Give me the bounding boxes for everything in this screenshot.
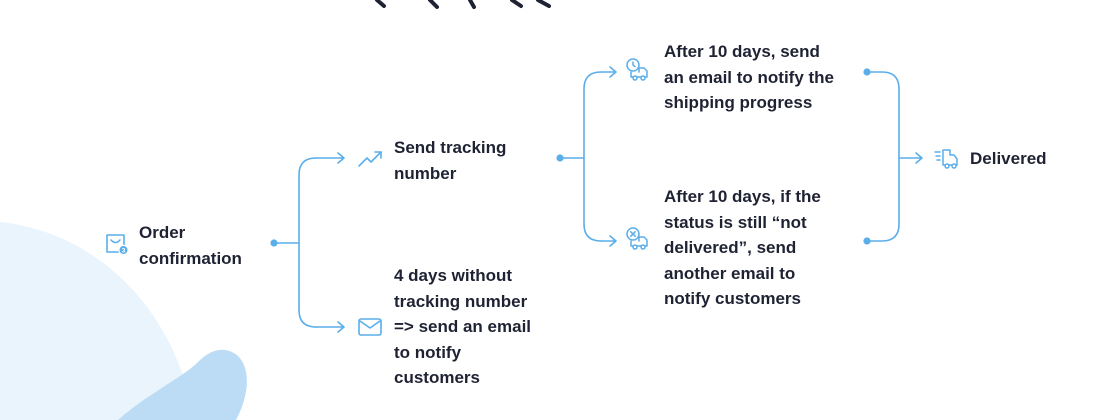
delivered-label: Delivered [970, 149, 1047, 168]
truck-x-icon [626, 227, 648, 250]
not-delivered-email-label: After 10 days, if the status is still “n… [664, 187, 821, 308]
progress-email-label: After 10 days, send an email to notify t… [664, 42, 835, 112]
shopping-bag-icon: 3 [106, 234, 129, 256]
fast-delivery-icon [934, 149, 958, 169]
connector-merge [866, 71, 923, 242]
no-tracking-email-label: 4 days without tracking number => send a… [394, 266, 532, 387]
background-blob [118, 349, 247, 420]
connector-to-not-delivered [600, 235, 617, 247]
connector-to-tracking [315, 152, 345, 164]
send-tracking-number-label: Send tracking number [394, 138, 507, 183]
connector-tracking-branch [559, 71, 602, 242]
connector-to-progress [600, 66, 617, 78]
background-arc [0, 222, 195, 420]
order-confirmation-label: Order confirmation [139, 223, 242, 268]
connector-to-no-tracking [315, 321, 345, 333]
mail-icon [358, 318, 382, 336]
truck-clock-icon [626, 58, 648, 81]
trending-up-icon [358, 151, 382, 167]
svg-text:3: 3 [122, 247, 126, 254]
connector-order-branch [273, 157, 317, 328]
background-top-marks [375, 0, 551, 9]
